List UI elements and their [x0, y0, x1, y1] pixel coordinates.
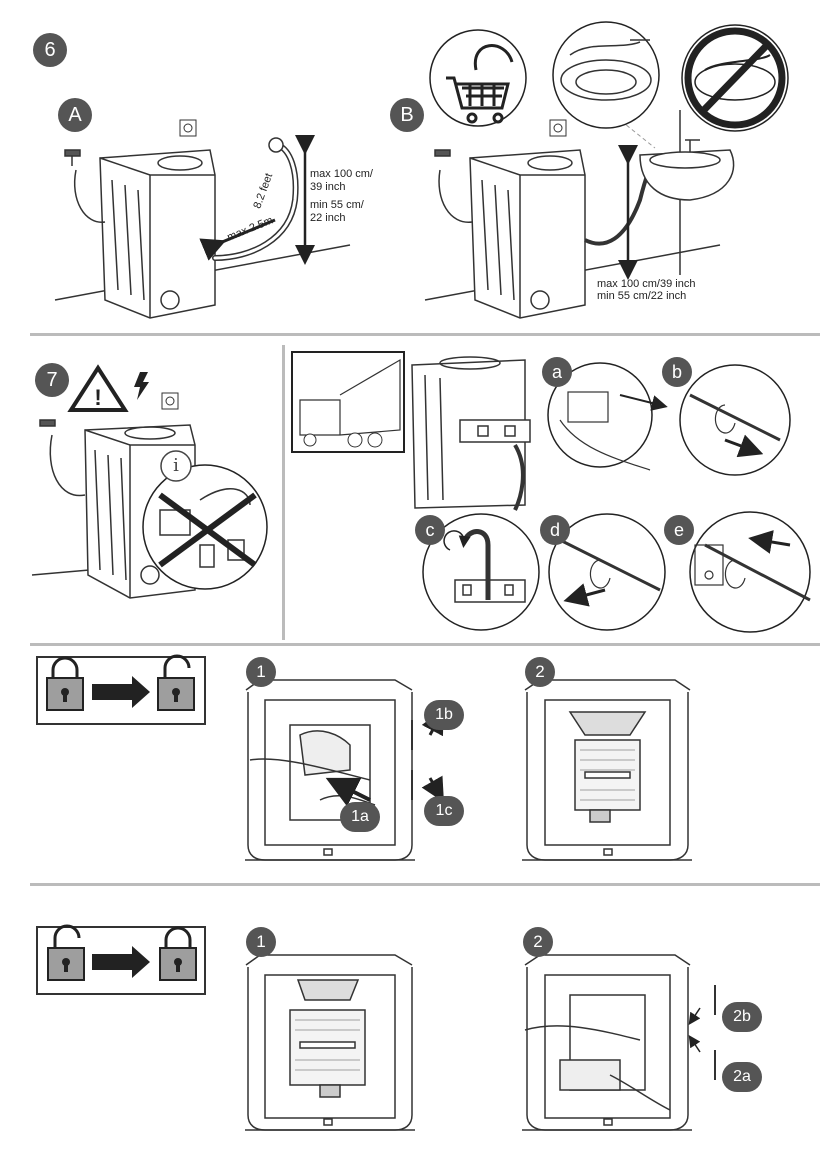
padlock-open-icon — [47, 924, 85, 981]
screwdriver-d — [559, 538, 661, 607]
step-2a-label: 2a — [722, 1062, 762, 1092]
washer-back — [411, 356, 531, 511]
unlock-step-1-badge: 1 — [246, 927, 276, 957]
divider — [30, 333, 820, 336]
hand-remove-bracket — [559, 391, 668, 471]
letter-a-badge: a — [542, 357, 572, 387]
step-7-badge: 7 — [35, 363, 69, 397]
faucet-icon — [434, 149, 473, 223]
step-1c-label: 1c — [424, 796, 464, 826]
drum-2-unlock — [522, 954, 716, 1131]
padlock-closed-icon — [46, 656, 84, 711]
letter-e-badge: e — [664, 515, 694, 545]
drum-2-lock — [522, 679, 692, 861]
arrow-right-icon — [92, 946, 150, 978]
tape-cover — [443, 529, 526, 603]
lock-step-1-badge: 1 — [246, 657, 276, 687]
step-a-badge: A — [58, 98, 92, 132]
faucet-icon — [39, 419, 86, 497]
socket-icon — [179, 119, 197, 137]
divider — [30, 643, 820, 646]
socket-icon — [161, 392, 179, 410]
dimension-max-6b: max 100 cm/39 inch — [597, 278, 696, 290]
warning-icon: ! — [67, 364, 129, 412]
dimension-min-6b: min 55 cm/22 inch — [597, 290, 687, 302]
prohibited-icon — [684, 27, 786, 129]
lock-step-2-badge: 2 — [525, 657, 555, 687]
letter-b-badge: b — [662, 357, 692, 387]
screwdriver-e — [694, 530, 811, 602]
svg-text:!: ! — [94, 385, 101, 410]
drum-1-unlock — [245, 954, 415, 1131]
transport-bolts-crossed — [158, 488, 257, 568]
washer-6a — [54, 149, 351, 319]
drum-1-lock — [245, 679, 444, 861]
lightning-icon — [134, 372, 149, 400]
padlock-closed-icon — [159, 926, 197, 981]
unlock-step-2-badge: 2 — [523, 927, 553, 957]
truck-frame — [291, 351, 405, 453]
drain-hose-6a-inner — [213, 143, 298, 260]
dimension-max-6a: max 100 cm/ 39 inch — [310, 168, 373, 193]
faucet-icon — [64, 149, 106, 223]
letter-c-badge: c — [415, 515, 445, 545]
screwdriver-b — [689, 393, 781, 458]
step-6-badge: 6 — [33, 33, 67, 67]
shopping-cart-icon — [446, 44, 514, 124]
arrow-right-icon — [92, 676, 150, 708]
dimension-min-6a: min 55 cm/ 22 inch — [310, 199, 364, 224]
step-2b-label: 2b — [722, 1002, 762, 1032]
letter-d-badge: d — [540, 515, 570, 545]
step-b-badge: B — [390, 98, 424, 132]
divider — [30, 883, 820, 886]
sink — [639, 139, 735, 201]
step-1a-label: 1a — [340, 802, 380, 832]
socket-icon — [549, 119, 567, 137]
sink-closeup — [560, 39, 652, 101]
divider — [282, 345, 285, 640]
padlock-open-icon — [157, 654, 195, 711]
step-1b-label: 1b — [424, 700, 464, 730]
info-icon: i — [173, 455, 179, 476]
